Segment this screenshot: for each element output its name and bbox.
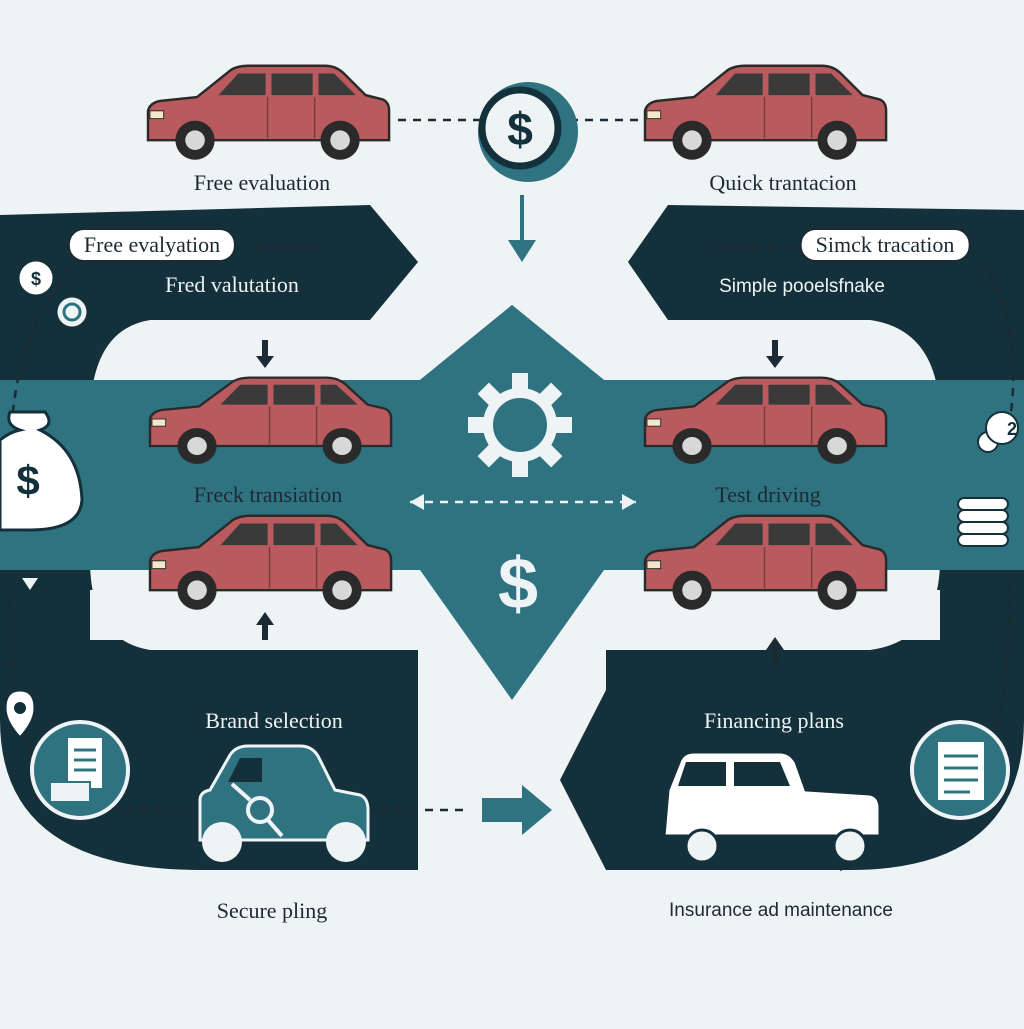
- svg-text:2: 2: [1007, 419, 1017, 439]
- label-secure-pling: Secure pling: [216, 898, 328, 923]
- location-pin-icon: [3, 688, 37, 741]
- document-icon: [910, 720, 1010, 820]
- right-loop-band: [560, 205, 1024, 870]
- dollar-coin-icon: $: [16, 258, 56, 298]
- central-teal-band: [0, 305, 1024, 705]
- coin-icon: [54, 294, 90, 330]
- label-brand-selection: Brand selection: [205, 708, 343, 733]
- document-icon: [30, 720, 130, 820]
- label-freck-transiation: Freck transiation: [193, 482, 343, 507]
- label-quick-transaction: Quick trantacion: [709, 170, 857, 195]
- label-financing-plans: Financing plans: [704, 708, 844, 733]
- car-icon: [146, 64, 391, 162]
- left-loop-band: [0, 205, 418, 870]
- van-icon: [662, 750, 882, 864]
- coin-stack-icon: 2: [957, 411, 1019, 547]
- label-test-driving: Test driving: [715, 482, 821, 507]
- svg-text:$: $: [31, 269, 41, 289]
- pill-simck-tracation: Simck tracation: [799, 228, 971, 262]
- label-insurance-maintenance: Insurance ad maintenance: [669, 900, 893, 921]
- label-free-evaluation: Free evaluation: [193, 170, 331, 195]
- flow-arrows: [22, 195, 784, 835]
- svg-text:$: $: [16, 457, 39, 504]
- dollar-coin-icon: $: [478, 82, 578, 182]
- car-icon: [643, 64, 888, 162]
- svg-text:$: $: [498, 544, 538, 624]
- label-simple-pooelsfnake: Simple pooelsfnake: [719, 276, 885, 297]
- svg-text:$: $: [507, 103, 533, 155]
- dollar-icon: $: [498, 544, 538, 624]
- label-fred-valuation: Fred valutation: [165, 272, 299, 297]
- pill-free-evaluation: Free evalyation: [67, 228, 237, 262]
- gear-icon: [468, 373, 572, 477]
- money-bag-icon: $: [0, 410, 84, 532]
- key-car-icon: [198, 744, 370, 862]
